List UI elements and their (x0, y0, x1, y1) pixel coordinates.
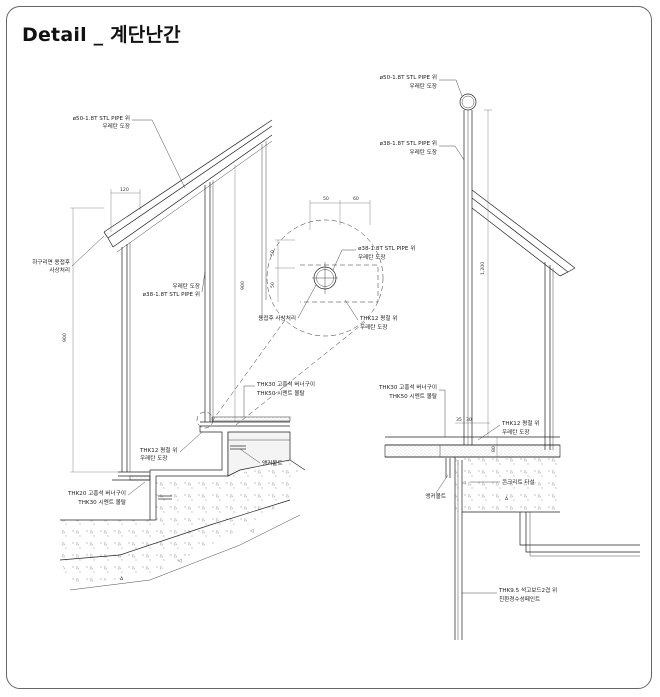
dim-circle-h2: 50 (270, 282, 276, 288)
label-right-stone: THK30 고흥석 버너구이 (378, 383, 437, 391)
label-stone-lower: THK20 고흥석 버너구이 (67, 489, 126, 497)
label-pipe50-finish: 우레탄 도장 (102, 122, 130, 130)
dim-circle-w1: 50 (323, 196, 329, 202)
concrete-mark: Δ (505, 496, 509, 502)
dim-right-small: 80 (491, 446, 497, 452)
dim-top-left: 120 (120, 187, 129, 193)
label-right-flatbar-finish: 우레탄 도장 (502, 428, 530, 436)
label-right-mortar: THK50 시멘트 몰탈 (388, 392, 437, 400)
dim-circle-w2: 60 (353, 196, 359, 202)
label-post-finish: 우레탄 도장 (172, 282, 200, 290)
label-flatbar: THK12 평철 위 (139, 446, 177, 454)
label-pipe50: ø50-1.8T STL PIPE 위 (73, 114, 130, 122)
label-mortar-upper: THK50 시멘트 몰탈 (256, 389, 305, 397)
dim-right-height: 1,200 (480, 262, 486, 275)
circle-zoom-detail: 50 60 50 50 ø38-1.8T STL PIPE 위 우레탄 도장 용… (196, 196, 415, 429)
dim-right-w2: 30 (466, 417, 472, 423)
label-flatbar-finish: 우레탄 도장 (140, 454, 168, 462)
label-circle-pipe38: ø38-1.8T STL PIPE 위 (358, 244, 415, 252)
concrete-mark: Δ (120, 576, 124, 582)
label-right-anchor: 앵커볼트 (425, 492, 446, 500)
page-title: Detail _ 계단난간 (22, 24, 181, 46)
right-railing-detail: ◁ Δ 1,200 35 30 80 ø50-1.8T STL PIPE 위 우… (378, 73, 640, 640)
concrete-mark: ◁ (462, 481, 466, 486)
dim-right-w1: 35 (456, 417, 462, 423)
label-circle-weld: 용접후 사상처리 (258, 314, 296, 322)
label-bottom-weld: 하구리면 용접후 (32, 258, 70, 266)
label-right-paint: 친환경수성페인트 (499, 595, 540, 603)
label-mortar-lower: THK30 시멘트 몰탈 (77, 498, 126, 506)
label-stone-upper: THK30 고흥석 버너구이 (256, 380, 315, 388)
drawing-frame (6, 6, 652, 689)
dim-height-left: 900 (62, 333, 68, 342)
label-post-pipe38: ø38-1.8T STL PIPE 위 (143, 290, 200, 298)
label-bottom-weld-2: 사상처리 (49, 266, 70, 274)
left-railing-detail: Δ ◁ ◁ 120 900 900 ø50-1.8T STL PIPE 위 우레… (32, 114, 315, 591)
label-right-gypsum: THK9.5 석고보드2겹 위 (498, 586, 557, 594)
dim-circle-h1: 50 (270, 250, 276, 256)
label-right-flatbar: THK12 평철 위 (501, 419, 539, 427)
label-right-pipe38-finish: 우레탄 도장 (409, 148, 437, 156)
label-right-concrete: 콘크리트 타설 (502, 478, 535, 486)
label-circle-flatbar: THK12 평철 위 (359, 314, 397, 322)
label-circle-finish: 우레탄 도장 (358, 253, 386, 261)
label-anchor-bolt: 앵커볼트 (262, 459, 283, 467)
concrete-mark: ◁ (178, 559, 182, 564)
label-right-pipe50: ø50-1.8T STL PIPE 위 (380, 73, 437, 81)
concrete-mark: ◁ (250, 529, 254, 534)
label-right-pipe50-finish: 우레탄 도장 (409, 82, 437, 90)
dim-height-right: 900 (240, 281, 246, 290)
label-circle-flatbar-finish: 우레탄 도장 (360, 323, 388, 331)
label-right-pipe38: ø38-1.8T STL PIPE 위 (380, 139, 437, 147)
